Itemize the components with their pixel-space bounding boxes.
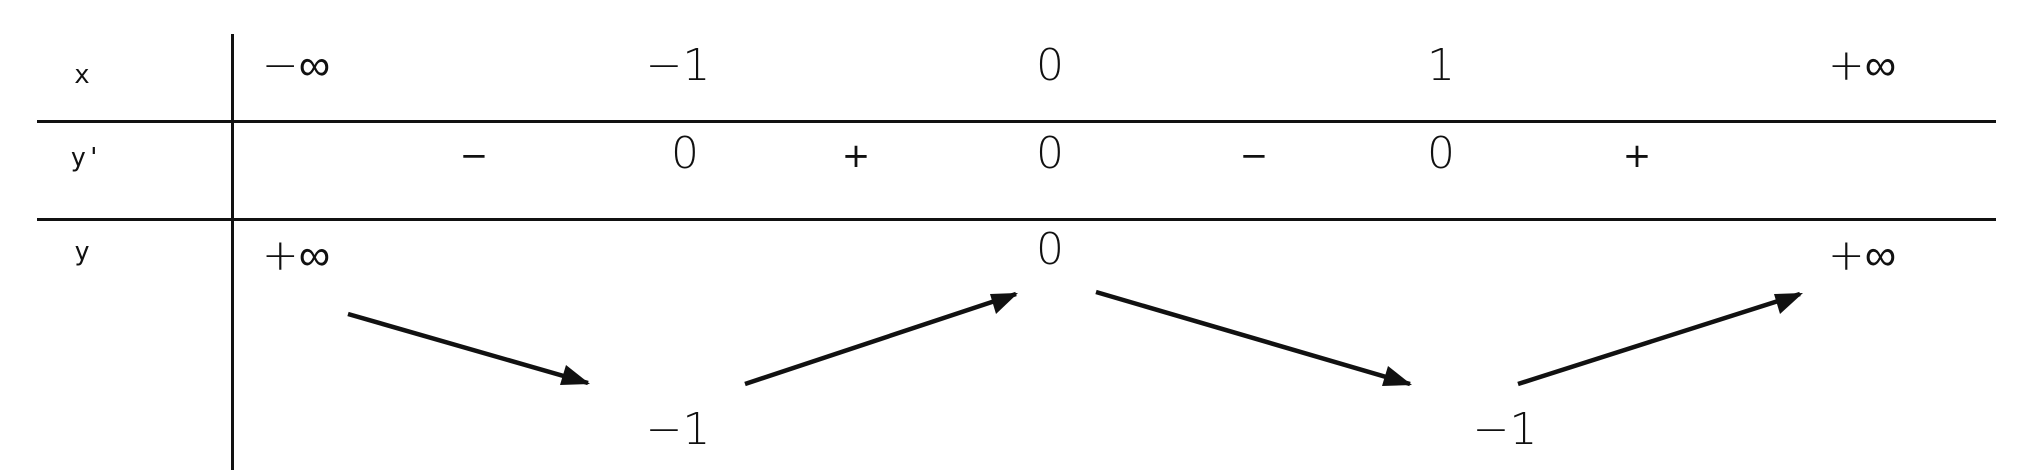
x-value-neg-one: −1 xyxy=(645,40,711,91)
x-value-pos-infinity: +∞ xyxy=(1827,40,1897,91)
y-value-left-infinity: +∞ xyxy=(261,230,331,281)
arrow-increasing-2-head xyxy=(1774,293,1803,314)
arrow-decreasing-2 xyxy=(1095,289,1411,387)
x-value-zero: 0 xyxy=(1036,40,1064,91)
y-value-local-max: 0 xyxy=(1036,224,1064,275)
arrow-increasing-1-head xyxy=(990,293,1018,314)
y-value-local-min-1: −1 xyxy=(645,404,711,455)
row-label-y: y xyxy=(74,237,90,267)
derivative-zero-1: 0 xyxy=(671,128,699,179)
derivative-sign-3: − xyxy=(1239,136,1269,176)
arrow-increasing-1 xyxy=(744,291,1017,387)
table-divider-after-x-row xyxy=(37,120,1996,123)
table-vertical-divider xyxy=(231,34,234,470)
y-value-right-infinity: +∞ xyxy=(1827,230,1897,281)
derivative-zero-3: 0 xyxy=(1427,128,1455,179)
table-divider-after-yprime-row xyxy=(37,218,1996,221)
arrow-increasing-2 xyxy=(1517,291,1801,387)
x-value-one: 1 xyxy=(1427,40,1455,91)
x-value-neg-infinity: −∞ xyxy=(261,40,331,91)
row-label-yprime: y' xyxy=(70,143,102,173)
arrow-decreasing-2-head xyxy=(1382,366,1412,386)
arrow-decreasing-1-head xyxy=(560,365,590,385)
derivative-sign-2: + xyxy=(841,136,871,176)
row-label-x: x xyxy=(74,60,90,90)
arrow-decreasing-1 xyxy=(347,311,589,386)
derivative-zero-2: 0 xyxy=(1036,128,1064,179)
y-value-local-min-2: −1 xyxy=(1472,404,1538,455)
derivative-sign-1: − xyxy=(459,136,489,176)
derivative-sign-4: + xyxy=(1622,136,1652,176)
